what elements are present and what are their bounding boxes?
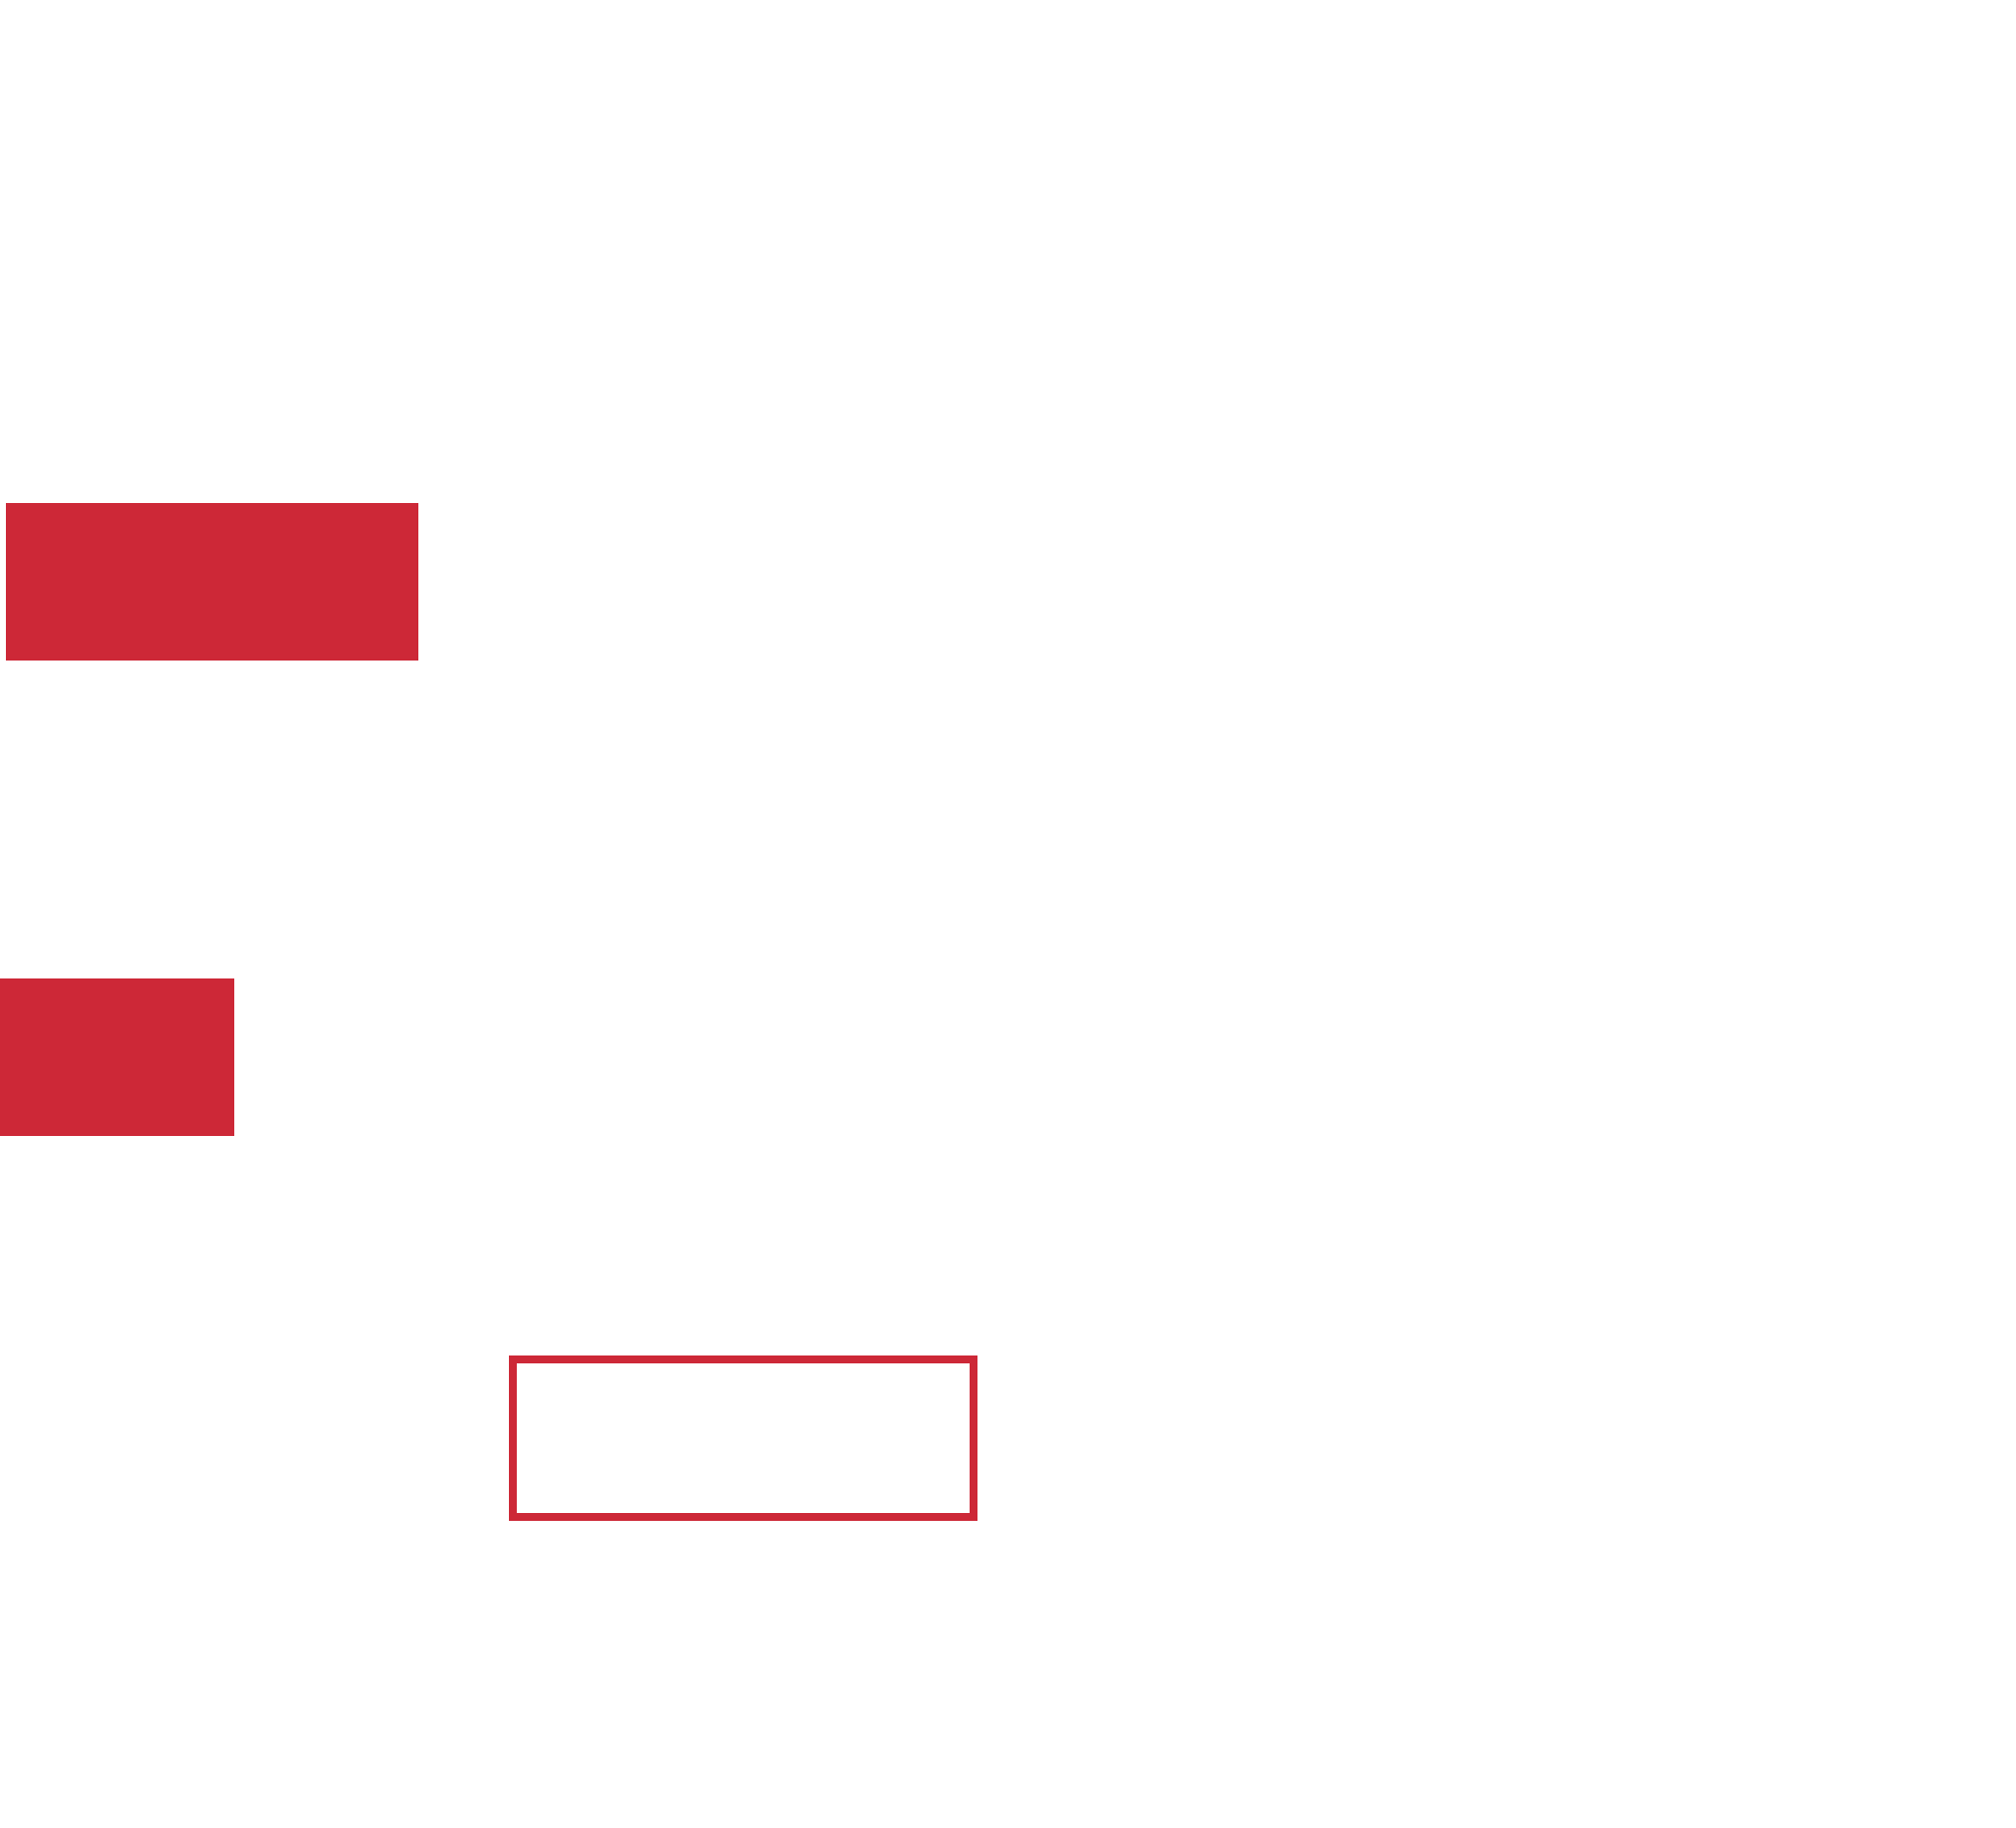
red-filled-block-upper xyxy=(6,503,418,661)
red-filled-block-lower xyxy=(0,978,234,1136)
red-outlined-box xyxy=(509,1355,977,1521)
